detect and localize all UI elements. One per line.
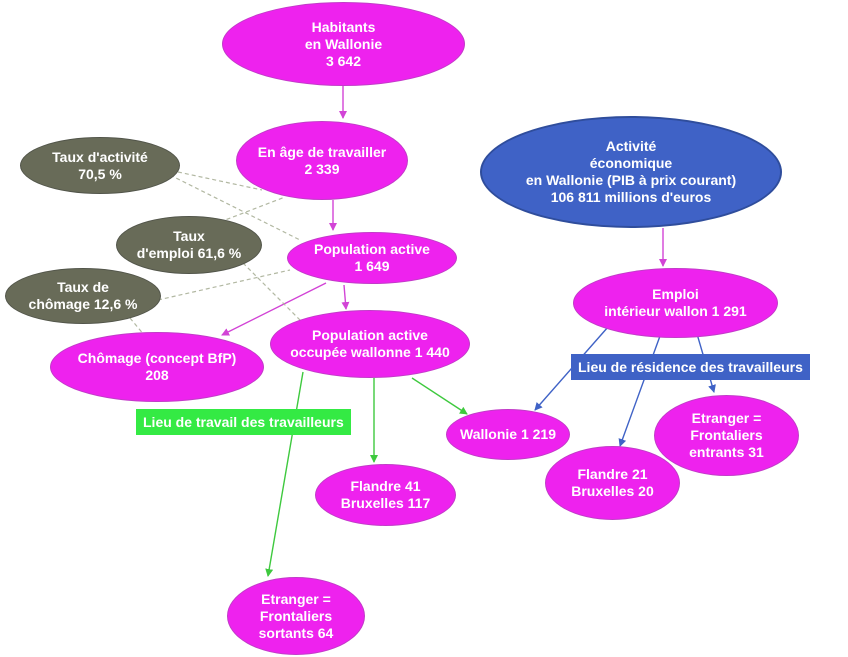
node-population-occupee: Population active occupée wallonne 1 440 — [270, 310, 470, 378]
edge-taux-chomage-population — [157, 269, 291, 301]
node-activite-economique: Activité économique en Wallonie (PIB à p… — [480, 116, 782, 228]
node-flandre-bruxelles-residence: Flandre 21 Bruxelles 20 — [545, 446, 680, 520]
node-population-active: Population active 1 649 — [287, 232, 457, 284]
edge-taux-chomage-chomage — [129, 317, 146, 337]
edge-population-active-chomage — [221, 282, 327, 336]
node-emploi-interieur: Emploi intérieur wallon 1 291 — [573, 268, 778, 338]
node-flandre-bruxelles-travail: Flandre 41 Bruxelles 117 — [315, 464, 456, 526]
node-etranger-entrants: Etranger = Frontaliers entrants 31 — [654, 395, 799, 476]
node-taux-activite: Taux d'activité 70,5 % — [20, 137, 180, 194]
edge-taux-activite-population — [169, 174, 301, 241]
node-age-travailler: En âge de travailler 2 339 — [236, 121, 408, 200]
edge-occupee-wallonie — [411, 377, 468, 415]
node-chomage: Chômage (concept BfP) 208 — [50, 332, 264, 402]
node-wallonie: Wallonie 1 219 — [446, 409, 570, 460]
edge-taux-emploi-occupee — [237, 257, 301, 321]
node-habitants: Habitants en Wallonie 3 642 — [222, 2, 465, 86]
label-lieu-travail: Lieu de travail des travailleurs — [136, 409, 351, 435]
node-taux-emploi: Taux d'emploi 61,6 % — [116, 216, 262, 274]
edge-taux-activite-age — [177, 171, 263, 191]
node-taux-chomage: Taux de chômage 12,6 % — [5, 268, 161, 324]
edge-occupee-etranger — [265, 371, 304, 577]
edge-taux-emploi-age — [219, 196, 286, 223]
label-lieu-residence: Lieu de résidence des travailleurs — [571, 354, 810, 380]
edge-population-active-occupee — [341, 284, 350, 310]
node-etranger-sortants: Etranger = Frontaliers sortants 64 — [227, 577, 365, 655]
